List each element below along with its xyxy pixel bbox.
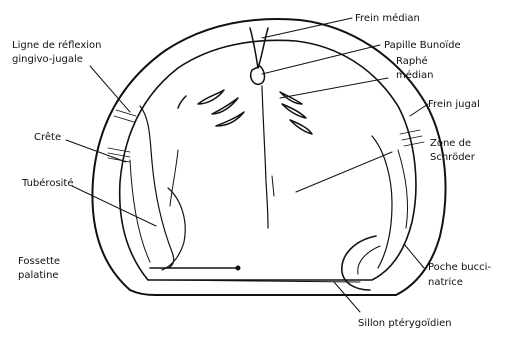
- outer-arch: [92, 19, 445, 295]
- leader-frein-jugal: [410, 104, 428, 116]
- leader-raphe: [280, 78, 388, 98]
- ruga-left-1: [198, 90, 224, 104]
- label-frein-median: Frein médian: [355, 12, 420, 24]
- label-poche-line2: natrice: [428, 277, 463, 288]
- left-hatching: [108, 110, 136, 162]
- leader-ligne: [90, 66, 130, 112]
- leader-poche: [404, 244, 424, 268]
- raphe-line: [262, 86, 268, 228]
- ruga-left-3: [216, 112, 244, 126]
- label-zone-line1: Zone de: [430, 138, 471, 149]
- label-poche-line1: Poche bucci-: [428, 262, 491, 273]
- ruga-left-2: [212, 98, 238, 114]
- raphe-dash: [272, 176, 274, 196]
- label-ligne-line1: Ligne de réflexion: [12, 39, 102, 51]
- label-sillon: Sillon ptérygoïdien: [358, 317, 452, 329]
- label-fossette-line2: palatine: [18, 270, 59, 281]
- label-ligne-line2: gingivo-jugale: [12, 54, 83, 65]
- papilla-shape: [251, 66, 265, 84]
- label-crete: Crête: [34, 131, 61, 143]
- ruga-left-4: [178, 96, 186, 108]
- fossette-dot: [236, 266, 240, 270]
- ruga-right-1: [280, 92, 302, 104]
- frein-median-notch: [250, 28, 268, 68]
- leader-sillon: [334, 282, 360, 312]
- ruga-right-2: [282, 104, 306, 118]
- left-crest-fold: [140, 106, 174, 268]
- label-tuberosite: Tubérosité: [21, 177, 74, 189]
- ruga-right-3: [290, 120, 312, 134]
- leader-tuberosite: [72, 186, 156, 226]
- label-frein-jugal: Frein jugal: [428, 99, 480, 110]
- buccinator-inner: [358, 246, 380, 274]
- label-zone-line2: Schröder: [430, 152, 476, 163]
- label-raphe-line1: Raphé: [396, 55, 428, 67]
- leader-papille: [262, 45, 380, 74]
- label-raphe-line2: médian: [396, 69, 434, 81]
- label-fossette-line1: Fossette: [18, 256, 60, 267]
- left-inner-fold: [130, 160, 150, 262]
- label-papille: Papille Bunoïde: [384, 40, 461, 51]
- leader-zone: [296, 152, 392, 192]
- right-inner-fold: [398, 150, 408, 228]
